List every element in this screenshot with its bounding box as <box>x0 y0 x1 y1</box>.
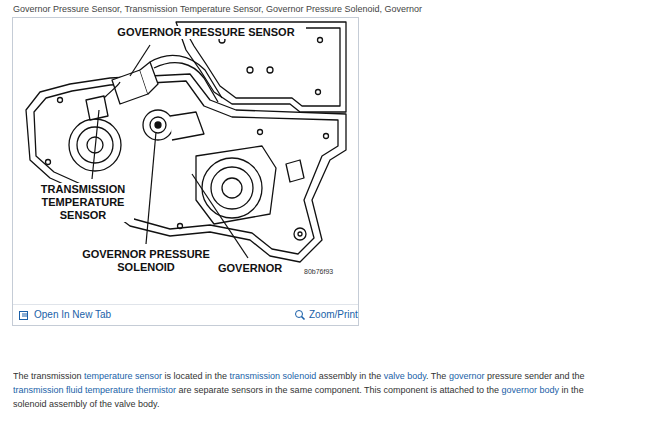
figure-frame <box>13 18 359 326</box>
zoom-icon <box>296 311 303 318</box>
bolt-hole <box>247 67 253 73</box>
toolbar-link: Zoom/Print <box>307 309 360 321</box>
leader-line <box>146 132 156 244</box>
bolt-hole <box>258 130 263 135</box>
cover-inner-edge <box>184 28 340 106</box>
leader-line <box>192 174 248 258</box>
leader-line <box>92 110 99 179</box>
governor-body <box>222 178 242 198</box>
part-label: GOVERNOR <box>216 262 284 275</box>
page-title: Governor Pressure Sensor, Transmission T… <box>13 4 422 14</box>
solenoid-body <box>170 112 204 140</box>
bolt-hole <box>318 38 323 43</box>
bolt-hole <box>58 98 63 103</box>
solenoid <box>143 110 173 140</box>
temperature-sensor <box>86 96 108 120</box>
clip <box>286 160 304 182</box>
bolt <box>294 228 306 240</box>
bolt-hole <box>324 134 329 139</box>
solenoid <box>155 122 161 128</box>
governor-bracket <box>196 146 276 224</box>
plate-inner-edge <box>34 81 338 254</box>
bolt <box>298 232 302 236</box>
toolbar-separator <box>13 304 358 305</box>
bolt-hole <box>46 160 51 165</box>
figure-code: 80b76f93 <box>302 267 335 276</box>
solenoid <box>150 117 166 133</box>
bolt-hole <box>316 90 321 95</box>
bolt-hole <box>267 67 273 73</box>
wire <box>104 82 120 98</box>
governor-body <box>202 158 262 218</box>
part-label: TRANSMISSION TEMPERATURE SENSOR <box>32 183 134 222</box>
part-label: GOVERNOR PRESSURE SENSOR <box>106 26 306 39</box>
part-label: GOVERNOR PRESSURE SOLENOID <box>76 248 216 274</box>
governor-body <box>211 167 253 209</box>
bolt-hole <box>178 224 183 229</box>
open-tab-icon <box>20 312 28 320</box>
caption-text: The transmission temperature sensor is l… <box>13 369 617 411</box>
open-tab-icon <box>22 314 28 316</box>
zoom-icon <box>302 317 305 320</box>
leader-line <box>130 45 150 76</box>
leader-lines <box>92 45 248 258</box>
valve-body-drawing <box>26 22 346 262</box>
toolbar-link: Open In New Tab <box>32 309 113 321</box>
wire <box>154 63 218 102</box>
